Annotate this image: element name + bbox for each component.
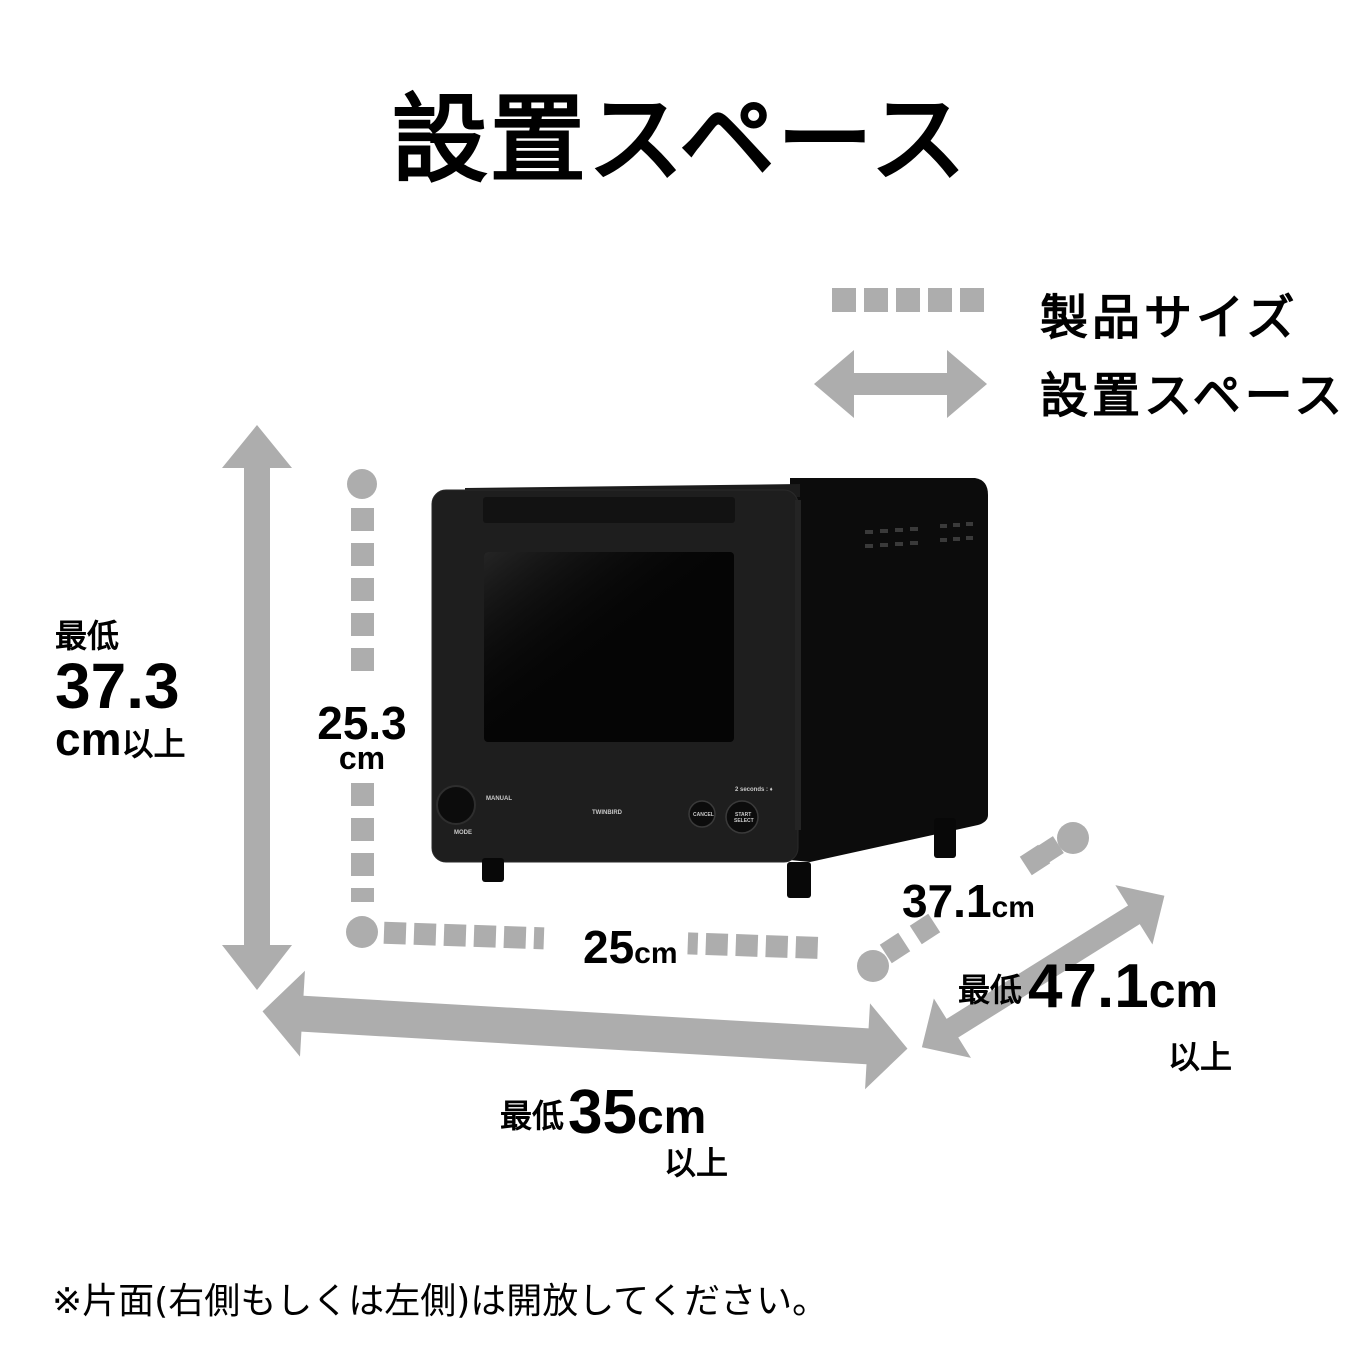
- product-depth-dotted-line: [879, 822, 1089, 964]
- product-width-dotted-line: [383, 921, 819, 959]
- footnote: ※片面(右側もしくは左側)は開放してください。: [52, 1281, 829, 1322]
- width-space-label: 最低35cm: [500, 1082, 706, 1144]
- height-space-label: 最低 37.3 cm以上: [55, 620, 186, 762]
- product-depth-unit: cm: [991, 891, 1035, 924]
- cancel-label: CANCEL: [693, 812, 714, 818]
- manual-label: MANUAL: [486, 796, 512, 802]
- width-space-suffix: 以上: [664, 1144, 729, 1182]
- product-height-label: 25.3 cm: [310, 700, 414, 774]
- cancel-button-graphic: [688, 800, 716, 828]
- depth-space-value: 47.1: [1028, 952, 1149, 1021]
- start-label: START: [735, 812, 751, 818]
- width-space-value: 35: [568, 1078, 637, 1147]
- depth-space-unit: cm: [1148, 965, 1219, 1018]
- depth-space-prefix: 最低: [958, 971, 1023, 1009]
- hint-label: 2 seconds : ♦: [735, 787, 773, 793]
- oven-handle: [483, 497, 735, 523]
- vent-slots: [865, 522, 973, 548]
- product-height-value: 25.3: [317, 697, 407, 749]
- height-space-value: 37.3: [55, 650, 180, 722]
- product-depth-value: 37.1: [902, 875, 992, 927]
- height-space-suffix: 以上: [121, 725, 186, 763]
- oven-foot: [934, 818, 956, 858]
- oven-foot: [482, 858, 504, 882]
- mode-label: MODE: [454, 830, 472, 836]
- product-height-unit: cm: [338, 740, 386, 776]
- page-title: 設置スペース: [391, 84, 969, 196]
- brand-label: TWINBIRD: [592, 810, 623, 816]
- height-space-arrow: [222, 425, 292, 990]
- width-space-prefix: 最低: [500, 1097, 565, 1135]
- toaster-oven-illustration: MANUAL MODE TWINBIRD CANCEL START SELECT…: [431, 478, 988, 898]
- legend-product-size-label: 製品サイズ: [1040, 290, 1299, 346]
- height-space-prefix: 最低: [55, 617, 120, 655]
- mode-dial: [436, 785, 476, 825]
- product-width-unit: cm: [634, 937, 678, 970]
- product-width-value: 25: [583, 921, 635, 973]
- double-arrow-icon: [814, 350, 987, 418]
- product-width-end-dot: [857, 950, 889, 982]
- width-space-unit: cm: [636, 1091, 707, 1144]
- oven-foot: [787, 862, 811, 898]
- product-depth-label: 37.1cm: [902, 878, 1035, 924]
- height-space-unit: cm: [55, 713, 122, 765]
- product-width-label: 25cm: [583, 924, 678, 970]
- depth-space-arrow: [921, 885, 1165, 1058]
- select-label: SELECT: [734, 818, 754, 824]
- legend-install-space-label: 設置スペース: [1040, 368, 1347, 424]
- product-height-dotted-line: [346, 469, 378, 948]
- depth-space-suffix: 以上: [1168, 1038, 1233, 1076]
- depth-space-label: 最低47.1cm: [958, 956, 1218, 1018]
- width-space-arrow: [262, 970, 908, 1090]
- dotted-line-icon: [832, 288, 984, 312]
- start-button-graphic: [725, 800, 759, 834]
